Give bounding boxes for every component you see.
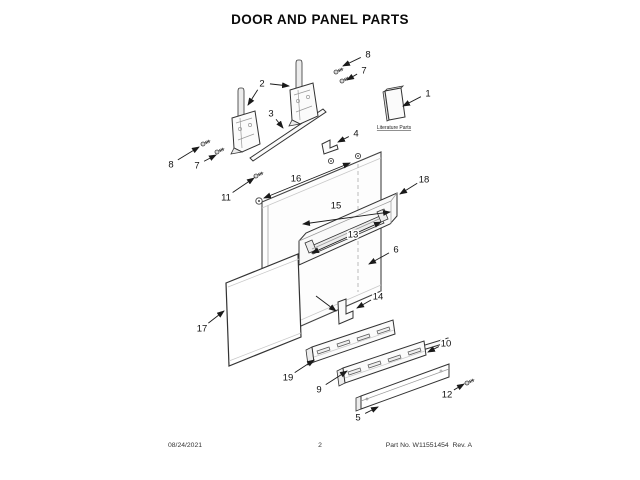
callout-number: 15 [331,200,342,211]
callout-3: 3 [267,107,284,129]
assembly-arrow [315,295,337,312]
callout-number: 14 [373,291,384,302]
footer-date: 08/24/2021 [168,442,203,449]
dimension-callout-16: 16 [263,162,351,199]
callout-number: 17 [197,323,208,334]
callout-number: 8 [365,49,370,60]
callout-11: 11 [220,177,255,205]
callout-number: 10 [441,338,452,349]
callout-number: 18 [419,174,430,185]
callout-4: 4 [337,127,360,143]
callout-14: 14 [356,290,385,309]
page-title: DOOR AND PANEL PARTS [231,12,409,27]
screw-icon [252,170,265,180]
callout-number: 7 [194,160,199,171]
top-trim-strip [249,108,327,162]
screw-icon [463,377,476,387]
callout-number: 19 [283,372,294,383]
callout-number: 4 [353,128,358,139]
dimension-callout-13: 13 [311,221,382,254]
literature-booklet: Literature Parts [377,85,412,131]
callout-7: 7 [193,154,217,173]
callout-9: 9 [315,370,348,397]
callout-1: 1 [402,87,432,107]
callout-number: 3 [268,108,273,119]
literature-parts-label: Literature Parts [377,125,412,131]
hinge-bracket [321,139,339,155]
callout-12: 12 [440,383,465,402]
callout-17: 17 [195,310,225,336]
mounting-bracket [337,298,354,325]
callout-number: 8 [168,159,173,170]
callout-number: 7 [361,65,366,76]
screw-icon [332,66,345,76]
callout-number: 11 [221,192,231,203]
callout-number: 9 [316,384,321,395]
callout-number: 1 [425,88,430,99]
callout-5: 5 [354,406,379,425]
outer-door-panel [225,253,302,367]
callout-8: 8 [342,48,372,67]
callout-6: 6 [368,243,400,265]
callout-10: 10 [427,337,453,353]
callout-2: 2 [247,77,290,106]
callout-number: 2 [259,78,264,89]
callout-number: 16 [291,173,302,184]
callout-18: 18 [399,173,431,195]
door-hinge-right [288,59,319,127]
callout-number: 12 [442,389,453,400]
callout-19: 19 [281,359,315,385]
screw-icon [213,146,226,156]
page-footer: 08/24/2021 2 Part No. W11551454 Rev. A [168,442,472,449]
footer-page-number: 2 [318,442,322,449]
screw-icon [199,138,212,148]
screw-icon [338,75,351,85]
callout-number: 5 [355,412,360,423]
door-hinge-left [230,87,261,155]
callout-8: 8 [167,146,200,172]
kick-panel [355,363,450,412]
callout-7: 7 [346,64,368,81]
footer-part-number: Part No. W11551454 Rev. A [385,442,472,449]
callout-number: 6 [393,244,398,255]
callout-number: 13 [348,229,359,240]
access-panel-upper [305,319,396,366]
